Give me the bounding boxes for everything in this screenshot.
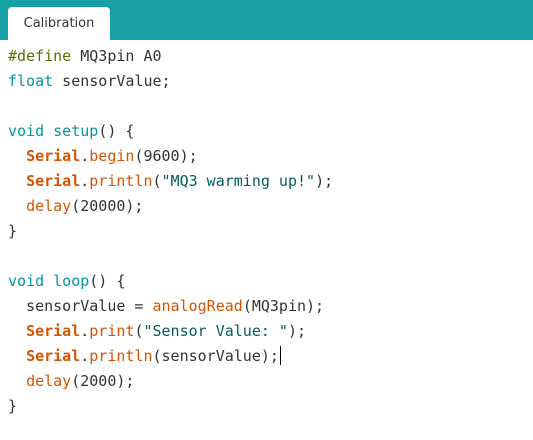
- code-token: sensorValue =: [8, 297, 153, 315]
- code-token: [8, 322, 26, 340]
- code-token: [8, 347, 26, 365]
- code-token: sensorValue;: [53, 72, 171, 90]
- code-line[interactable]: void loop() {: [8, 269, 333, 294]
- code-line[interactable]: delay(2000);: [8, 369, 333, 394]
- code-token: );: [315, 172, 334, 190]
- code-token: [44, 272, 53, 290]
- code-token: }: [8, 397, 18, 415]
- code-token: }: [8, 222, 18, 240]
- code-token: println: [89, 347, 153, 365]
- code-token: Serial: [26, 172, 81, 190]
- code-token: float: [8, 72, 54, 90]
- code-token: delay: [26, 197, 72, 215]
- tab-calibration[interactable]: Calibration: [8, 7, 110, 40]
- code-token: () {: [89, 272, 126, 290]
- code-token: loop: [53, 272, 90, 290]
- code-token: );: [287, 322, 307, 340]
- code-token: (2000);: [71, 372, 135, 390]
- code-token: [8, 372, 26, 390]
- code-token: print: [89, 322, 135, 340]
- code-line[interactable]: delay(20000);: [8, 194, 333, 219]
- code-token: setup: [53, 122, 99, 140]
- code-token: .: [80, 147, 90, 165]
- code-token: (MQ3pin);: [242, 297, 325, 315]
- code-line[interactable]: }: [8, 219, 333, 244]
- code-line[interactable]: #define MQ3pin A0: [8, 44, 333, 69]
- text-cursor: [279, 346, 281, 365]
- code-token: (9600);: [134, 147, 198, 165]
- code-token: void: [8, 122, 45, 140]
- code-token: .: [80, 322, 90, 340]
- code-token: [8, 172, 26, 190]
- code-token: delay: [26, 372, 72, 390]
- code-token: .: [80, 172, 90, 190]
- code-line[interactable]: void setup() {: [8, 119, 333, 144]
- code-token: (sensorValue);: [152, 347, 279, 365]
- code-token: #define: [8, 47, 72, 65]
- code-token: Serial: [26, 322, 81, 340]
- code-token: println: [89, 172, 153, 190]
- code-token: begin: [89, 147, 135, 165]
- code-line[interactable]: Serial.println(sensorValue);: [8, 344, 333, 369]
- code-token: Serial: [26, 347, 81, 365]
- code-token: (: [134, 322, 144, 340]
- code-token: [8, 147, 26, 165]
- code-token: () {: [98, 122, 135, 140]
- code-line[interactable]: [8, 244, 333, 269]
- code-line[interactable]: sensorValue = analogRead(MQ3pin);: [8, 294, 333, 319]
- code-token: "Sensor Value: ": [143, 322, 288, 340]
- code-token: .: [80, 347, 90, 365]
- code-token: void: [8, 272, 45, 290]
- code-line[interactable]: [8, 94, 333, 119]
- code-token: [44, 122, 53, 140]
- tab-bar: Calibration: [0, 0, 533, 40]
- code-token: (: [152, 172, 162, 190]
- code-token: [8, 197, 26, 215]
- code-line[interactable]: Serial.begin(9600);: [8, 144, 333, 169]
- code-token: Serial: [26, 147, 81, 165]
- code-token: (20000);: [71, 197, 144, 215]
- code-token: analogRead: [152, 297, 243, 315]
- code-line[interactable]: Serial.println("MQ3 warming up!");: [8, 169, 333, 194]
- code-line[interactable]: }: [8, 394, 333, 419]
- code-token: MQ3pin A0: [71, 47, 162, 65]
- code-line[interactable]: Serial.print("Sensor Value: ");: [8, 319, 333, 344]
- code-token: "MQ3 warming up!": [161, 172, 316, 190]
- code-line[interactable]: float sensorValue;: [8, 69, 333, 94]
